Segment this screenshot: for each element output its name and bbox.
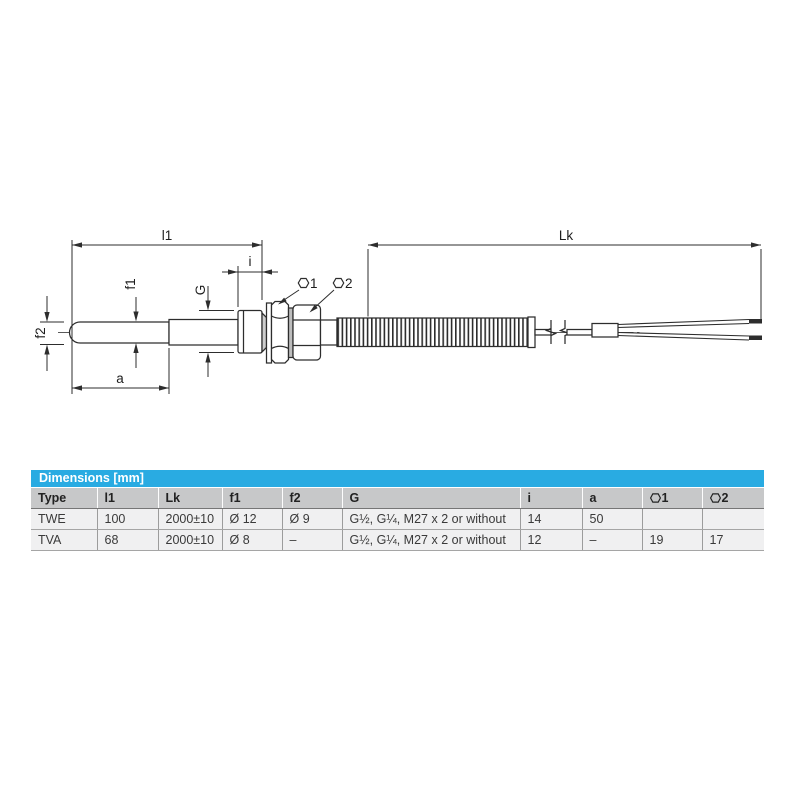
wire-tip (749, 319, 762, 324)
col-header-f1: f1 (221, 488, 282, 509)
col-header-type: Type (31, 488, 97, 509)
neck (261, 311, 268, 354)
cell-f2: Ø 9 (281, 508, 342, 530)
col-header-o1: 1 (641, 488, 702, 509)
dimensions-table: Dimensions [mm] Type l1 Lk f1 f2 G i a (31, 470, 764, 551)
conduit-end-cap (527, 316, 536, 349)
probe-body (68, 300, 762, 364)
conduit-socket (319, 319, 338, 346)
table-row: TWE 100 2000±10 Ø 12 Ø 9 G½, G¼, M27 x 2… (31, 508, 764, 530)
hexagon-icon (649, 493, 661, 503)
flexible-conduit (336, 317, 529, 348)
col-header-l1: l1 (96, 488, 158, 509)
cell-f2: – (281, 529, 342, 551)
dim-label-lk: Lk (559, 228, 574, 243)
lead-wires (617, 318, 750, 341)
probe-tip-sheath (68, 321, 170, 344)
dimension-lines (40, 240, 762, 394)
wire-tip (749, 335, 762, 340)
dim-label-f2: f2 (33, 327, 48, 338)
cell-a: – (581, 529, 642, 551)
dim-label-l1: l1 (162, 228, 173, 243)
cell-f1: Ø 8 (221, 529, 282, 551)
cable-sleeve (591, 322, 619, 338)
cell-f1: Ø 12 (221, 508, 282, 530)
cell-o2: 17 (701, 529, 764, 551)
cell-lk: 2000±10 (157, 529, 222, 551)
cable-segment (566, 328, 593, 336)
col-header-g: G (341, 488, 520, 509)
col-header-a: a (581, 488, 642, 509)
cable-segment (534, 328, 552, 336)
break-mark (544, 320, 558, 344)
cell-o1 (641, 508, 702, 530)
dim-label-o2: 2 (345, 276, 353, 291)
dimension-arrowheads (44, 242, 761, 391)
washer (265, 302, 273, 364)
cell-lk: 2000±10 (157, 508, 222, 530)
break-mark (558, 320, 572, 344)
col-header-i: i (519, 488, 582, 509)
cell-type: TWE (31, 508, 97, 530)
cell-i: 14 (519, 508, 582, 530)
col-header-f2: f2 (281, 488, 342, 509)
thread-bushing (237, 309, 263, 354)
cell-g: G½, G¼, M27 x 2 or without (341, 508, 520, 530)
hexagon-icon (709, 493, 721, 503)
table-row: TVA 68 2000±10 Ø 8 – G½, G¼, M27 x 2 or … (31, 529, 764, 551)
cell-i: 12 (519, 529, 582, 551)
dim-label-g: G (193, 285, 208, 296)
cell-g: G½, G¼, M27 x 2 or without (341, 529, 520, 551)
hex-fitting (292, 304, 322, 361)
dim-label-o1: 1 (310, 276, 318, 291)
dim-label-i: i (249, 254, 252, 269)
cell-a: 50 (581, 508, 642, 530)
cell-type: TVA (31, 529, 97, 551)
hexagon-icon (297, 277, 345, 289)
dim-label-f1: f1 (123, 278, 138, 289)
table-header-row: Type l1 Lk f1 f2 G i a 1 (31, 488, 764, 509)
dim-label-a: a (116, 371, 124, 386)
cell-o1: 19 (641, 529, 702, 551)
cell-l1: 68 (96, 529, 158, 551)
washer-shaded (287, 307, 294, 359)
technical-drawing: l1 Lk i a f1 f2 G 1 2 (33, 228, 762, 394)
hex-nut (270, 300, 290, 364)
col-header-lk: Lk (157, 488, 222, 509)
table-title: Dimensions [mm] (31, 470, 764, 488)
probe-f1-sheath (168, 318, 239, 346)
cell-l1: 100 (96, 508, 158, 530)
col-header-o2: 2 (701, 488, 764, 509)
cell-o2 (701, 508, 764, 530)
